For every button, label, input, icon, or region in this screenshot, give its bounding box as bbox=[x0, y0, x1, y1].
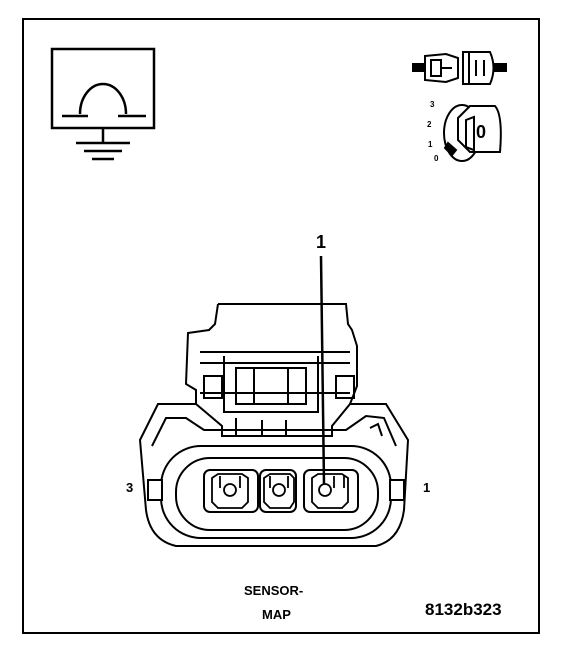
cavity-3-label: 3 bbox=[126, 480, 134, 495]
cavity-3-terminal bbox=[211, 473, 249, 509]
key-position-2: 2 bbox=[427, 120, 432, 129]
ohmmeter-ground-icon bbox=[50, 47, 156, 161]
caption-line-2: MAP bbox=[262, 607, 291, 622]
key-position-0: 0 bbox=[434, 154, 439, 163]
disconnected-connector-icon bbox=[412, 51, 507, 85]
pin-1-leader-line bbox=[319, 255, 326, 485]
ignition-key-icon bbox=[443, 104, 502, 162]
diagram-frame bbox=[22, 18, 540, 634]
connector-body bbox=[138, 303, 410, 547]
cavity-2-terminal bbox=[263, 473, 295, 509]
figure-id: 8132b323 bbox=[425, 600, 502, 619]
pin-callout-label: 1 bbox=[316, 232, 327, 252]
key-position-3: 3 bbox=[430, 100, 435, 109]
key-face-label: 0 bbox=[476, 122, 487, 142]
cavity-1-label: 1 bbox=[423, 480, 431, 495]
cavity-1-terminal bbox=[311, 473, 349, 509]
key-position-1: 1 bbox=[428, 140, 433, 149]
caption-line-1: SENSOR- bbox=[244, 583, 304, 598]
